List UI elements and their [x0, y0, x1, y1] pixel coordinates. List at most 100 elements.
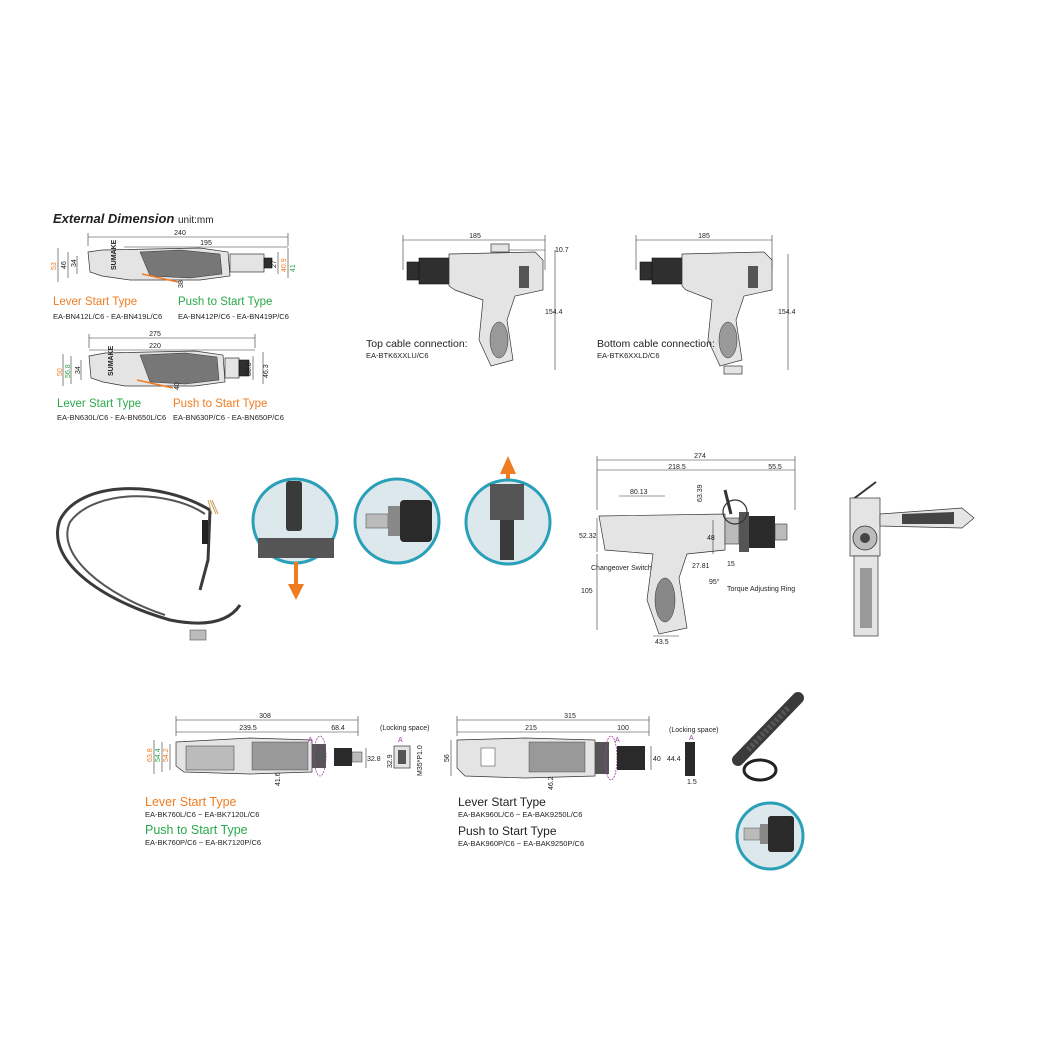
dim-185: 185 — [469, 233, 481, 240]
top-cable-model: EA-BTK6XXLU/C6 — [366, 351, 429, 360]
top-cable-drawing: 185 10.7 154.4 — [402, 233, 569, 370]
lever — [136, 379, 174, 389]
bit-holder — [639, 261, 653, 281]
bn-large-push-models: EA-BN630P/C6 - EA-BN650P/C6 — [173, 413, 284, 422]
bottom-cable-drawing: 185 154.4 — [635, 233, 796, 375]
dim-41: 41 — [290, 264, 297, 272]
bottom-cable-model: EA-BTK6XXLD/C6 — [597, 351, 660, 360]
bak-locking-label: (Locking space) — [669, 727, 718, 734]
dim-315: 315 — [564, 713, 576, 720]
dim-215: 215 — [525, 725, 537, 732]
bk-locking-label: (Locking space) — [380, 725, 429, 732]
detail-circle-3 — [464, 456, 552, 566]
marker-a: A — [308, 737, 313, 744]
dim-46-3: 46.3 — [263, 364, 270, 378]
bn-large-push-label: Push to Start Type — [173, 398, 268, 410]
top-cable-caption: Top cable connection: — [366, 338, 468, 350]
dim-275: 275 — [149, 331, 161, 338]
dim-34: 34 — [71, 259, 78, 267]
dim-80-13: 80.13 — [630, 489, 648, 496]
dim-185: 185 — [698, 233, 710, 240]
up-arrow-icon — [500, 456, 516, 500]
dim-32-8: 32.8 — [367, 756, 381, 763]
cable-plug — [189, 629, 207, 641]
bn-large-nose — [238, 359, 250, 377]
bk-push-models: EA-BK760P/C6 ~ EA-BK7120P/C6 — [145, 838, 262, 847]
dim-44-4: 44.4 — [667, 756, 681, 763]
vent — [519, 266, 529, 288]
dim-27: 27 — [271, 260, 278, 268]
bottom-cable-caption: Bottom cable connection: — [597, 338, 715, 350]
dim-274: 274 — [694, 453, 706, 460]
dim-239-5: 239.5 — [239, 725, 257, 732]
bn-large-lever-label: Lever Start Type — [57, 398, 142, 410]
bn-small-bit — [263, 257, 273, 269]
cable-wires — [207, 499, 219, 515]
dim-154-4: 154.4 — [778, 309, 796, 316]
dim-48: 48 — [707, 535, 715, 542]
dim-10-7: 10.7 — [555, 247, 569, 254]
dim-220: 220 — [149, 343, 161, 350]
dim-240: 240 — [174, 230, 186, 237]
grip-pattern — [654, 577, 676, 623]
dim-63-8: 63.8 — [147, 748, 154, 762]
dim-41-6: 41.6 — [275, 772, 282, 786]
pistol-front-drawing — [849, 481, 975, 637]
dim-1-5: 1.5 — [687, 779, 697, 786]
bn-large-clutch — [224, 357, 240, 379]
marker-a-2: A — [689, 735, 694, 742]
marker-a: A — [615, 737, 620, 744]
bn-small-lever-label: Lever Start Type — [53, 296, 138, 308]
dim-63-39: 63.39 — [697, 484, 704, 502]
detail-circle-2 — [353, 477, 441, 565]
dim-46-2: 46.2 — [548, 776, 555, 790]
bk-lever-label: Lever Start Type — [145, 795, 237, 809]
clutch-ring — [651, 257, 683, 285]
dim-100: 100 — [617, 725, 629, 732]
dim-55-5: 55.5 — [768, 464, 782, 471]
bn-small-clutch — [229, 253, 265, 273]
dim-68-4: 68.4 — [331, 725, 345, 732]
dim-43-5: 43.5 — [655, 639, 669, 646]
bak-push-label: Push to Start Type — [458, 824, 557, 838]
detail-circle-1 — [251, 477, 339, 600]
torque-ring — [749, 516, 775, 548]
angle-95: 95° — [709, 578, 720, 586]
dim-50: 50 — [57, 368, 64, 376]
dim-15: 15 — [727, 561, 735, 568]
unit-label: unit:mm — [178, 215, 214, 226]
bak-lever-models: EA-BAK960L/C6 ~ EA-BAK9250L/C6 — [458, 810, 583, 819]
connector-strain-relief — [202, 520, 208, 544]
grip-pattern — [489, 321, 509, 359]
marker-a-2: A — [398, 737, 403, 744]
bn-large-drawing: 275 220 SUMAKE 50 56.8 34 40 30.8 46.3 — [57, 331, 270, 390]
dim-54-2: 54.2 — [163, 748, 170, 762]
dim-53: 53 — [51, 262, 58, 270]
bak-push-models: EA-BAK960P/C6 ~ EA-BAK9250P/C6 — [458, 839, 585, 848]
aux-handle-photo — [732, 692, 804, 782]
bn-large-lever-models: EA-BN630L/C6 - EA-BN650L/C6 — [57, 413, 167, 422]
grip-pattern — [139, 352, 220, 385]
brand-logo: SUMAKE — [108, 345, 115, 376]
down-arrow-icon — [288, 562, 304, 600]
bottom-cable-port — [723, 365, 743, 375]
page-title: External Dimension unit:mm — [53, 211, 214, 226]
dim-46: 46 — [61, 261, 68, 269]
bn-small-drawing: 240 195 SUMAKE 53 46 34 38 27 40.9 41 — [51, 230, 297, 288]
dim-56: 56 — [444, 754, 451, 762]
cable-image — [56, 487, 242, 641]
vent — [748, 266, 758, 288]
top-cable-port — [490, 243, 510, 253]
dim-218-5: 218.5 — [668, 464, 686, 471]
bn-small-push-label: Push to Start Type — [178, 296, 273, 308]
grip-ribs — [251, 741, 309, 771]
changeover-switch-label: Changeover Switch — [591, 565, 652, 572]
grip-pattern — [718, 321, 738, 359]
grip-ribs — [528, 741, 586, 773]
dim-195: 195 — [200, 240, 212, 247]
dim-40: 40 — [174, 382, 181, 390]
lever — [141, 273, 179, 283]
torque-ring-label: Torque Adjusting Ring — [727, 586, 795, 593]
dim-27-81: 27.81 — [692, 563, 710, 570]
grip-pattern — [139, 249, 223, 279]
